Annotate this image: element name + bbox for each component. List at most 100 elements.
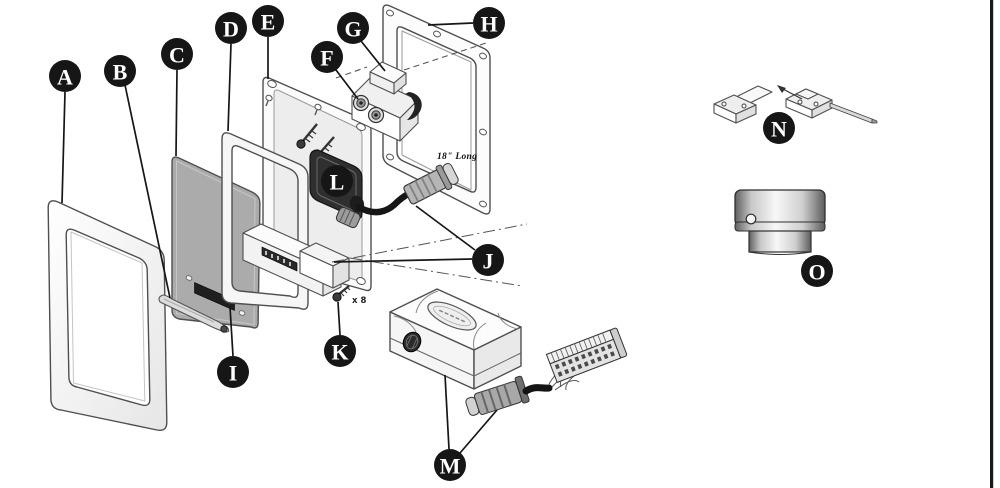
callout-B: B bbox=[104, 55, 171, 299]
rod-tip bbox=[871, 118, 878, 124]
callout-leader-A bbox=[61, 91, 66, 204]
clip-detail-hole bbox=[797, 99, 803, 105]
barrel-connector bbox=[367, 106, 385, 124]
panel-hole bbox=[238, 310, 246, 316]
callout-circle-E bbox=[252, 5, 284, 37]
callout-M: M bbox=[434, 374, 498, 481]
block-cap-side bbox=[393, 72, 407, 95]
emblem-oval-inner bbox=[433, 305, 471, 327]
clip-detail-hole bbox=[741, 103, 747, 109]
round-connector-inner bbox=[405, 334, 419, 350]
plate-screw bbox=[296, 123, 318, 149]
cable-plug bbox=[403, 163, 459, 205]
module-cable bbox=[522, 384, 553, 395]
stylus-slot bbox=[194, 282, 235, 311]
callout-E: E bbox=[252, 5, 284, 79]
screw-thread bbox=[305, 138, 311, 143]
rubber-boot-inner-line bbox=[316, 156, 357, 212]
splined-connector-part bbox=[335, 206, 361, 229]
figure-border-right bbox=[990, 0, 994, 488]
cap-hole bbox=[745, 213, 757, 225]
callout-letter-I: I bbox=[229, 361, 238, 386]
mounting-screw-part bbox=[332, 285, 351, 302]
barrel-connector bbox=[352, 94, 370, 112]
multipin-connector bbox=[545, 327, 628, 384]
callout-letter-J: J bbox=[483, 249, 494, 274]
bezel-opening bbox=[65, 228, 151, 407]
dock-connector-pins bbox=[265, 251, 291, 266]
connector-ribs bbox=[550, 332, 607, 363]
callout-I: I bbox=[217, 306, 249, 388]
stylus-tip bbox=[220, 325, 228, 333]
panel-hole bbox=[185, 275, 193, 281]
callout-circle-I bbox=[217, 356, 249, 388]
screw-hole bbox=[386, 153, 394, 161]
plug-band bbox=[503, 384, 512, 406]
callout-leader-F bbox=[335, 69, 359, 100]
front-panel-face bbox=[171, 156, 261, 329]
inner-frame-part bbox=[221, 132, 309, 310]
plug-band bbox=[427, 173, 438, 193]
screw-thread bbox=[311, 130, 317, 135]
center-line bbox=[331, 223, 528, 263]
callout-circle-D bbox=[215, 12, 247, 44]
callout-circle-G bbox=[337, 12, 369, 44]
callout-H: H bbox=[427, 7, 505, 39]
callout-leader-J bbox=[333, 258, 473, 263]
connector-pins bbox=[554, 343, 615, 377]
callout-K: K bbox=[324, 301, 356, 367]
stylus-highlight bbox=[163, 298, 215, 323]
retainer-hook bbox=[405, 92, 422, 120]
module-top-arc bbox=[497, 312, 519, 330]
plug-band bbox=[420, 177, 432, 196]
dock-tray-part bbox=[242, 223, 350, 297]
keyhole-tail bbox=[314, 109, 318, 116]
spline-ridge bbox=[344, 210, 351, 224]
callout-leader-M bbox=[459, 409, 498, 454]
callout-leader-K bbox=[337, 301, 341, 336]
emblem-text-line bbox=[438, 309, 466, 323]
plug-tip bbox=[442, 163, 459, 185]
callout-D: D bbox=[215, 12, 247, 132]
clip-side bbox=[735, 104, 757, 124]
connector-end-cap bbox=[610, 327, 628, 359]
direction-arrow-head bbox=[777, 85, 786, 93]
splined-body bbox=[335, 206, 361, 229]
callout-circle-K bbox=[324, 335, 356, 367]
callout-F: F bbox=[311, 41, 359, 100]
callout-letter-D: D bbox=[223, 17, 239, 42]
clip-cap bbox=[795, 88, 819, 100]
bezel-recess-line bbox=[70, 231, 146, 402]
callout-letter-H: H bbox=[480, 12, 497, 37]
plug-band bbox=[408, 183, 419, 203]
module-round-connector bbox=[402, 331, 422, 353]
screw-hole bbox=[356, 276, 366, 286]
screw-hole bbox=[433, 30, 441, 38]
callout-circle-H bbox=[473, 7, 505, 39]
module-top-arc bbox=[473, 322, 487, 350]
screw-thread bbox=[324, 147, 330, 152]
callout-J: J bbox=[333, 205, 504, 276]
screw-thread bbox=[327, 143, 333, 148]
module-top-arc bbox=[393, 315, 417, 333]
callout-O: O bbox=[801, 255, 833, 287]
callout-circle-B bbox=[104, 55, 136, 87]
plug-band bbox=[487, 389, 497, 411]
screw-count-label: x 8 bbox=[352, 296, 366, 306]
alignment-dash-line bbox=[403, 41, 490, 71]
dock-connector-strip bbox=[261, 246, 298, 272]
callout-leader-M bbox=[444, 374, 450, 450]
screw-thread bbox=[343, 289, 348, 294]
gasket-ring bbox=[382, 4, 491, 215]
callout-L: L bbox=[321, 165, 353, 197]
gasket-frame-part bbox=[382, 4, 491, 215]
adapter-cap-part bbox=[734, 189, 826, 255]
barrel-pin bbox=[374, 113, 378, 117]
callout-letter-L: L bbox=[330, 170, 345, 195]
callout-circle-J bbox=[472, 244, 504, 276]
callout-circle-F bbox=[311, 41, 343, 73]
clip-detail-hole bbox=[813, 101, 819, 107]
keyhole-slot bbox=[265, 94, 273, 102]
callout-circle-N bbox=[763, 112, 795, 144]
